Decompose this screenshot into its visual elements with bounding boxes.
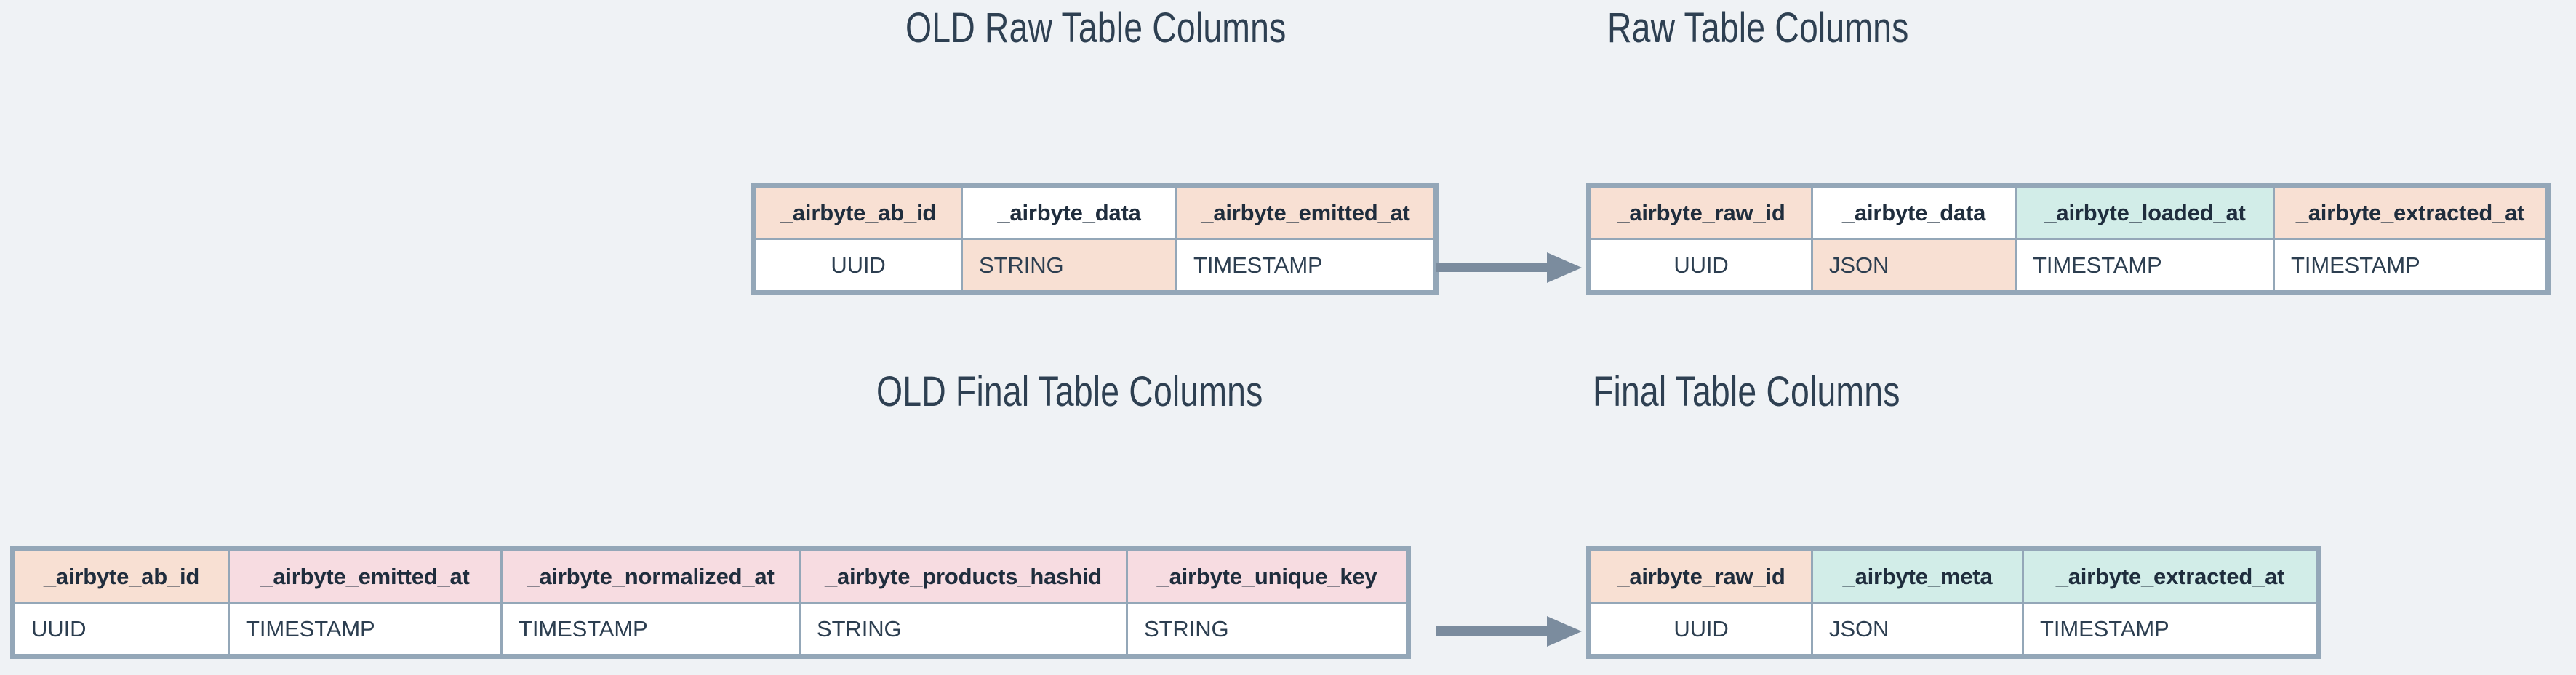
table-header-row: _airbyte_ab_id _airbyte_emitted_at _airb…	[13, 549, 1408, 604]
title-old-raw-table: OLD Raw Table Columns	[905, 4, 1287, 52]
column-header-cell: _airbyte_emitted_at	[1175, 185, 1436, 240]
table-header-row: _airbyte_raw_id _airbyte_data _airbyte_l…	[1589, 185, 2548, 240]
column-header-cell: _airbyte_extracted_at	[2273, 185, 2548, 240]
column-type-cell: TIMESTAMP	[228, 602, 503, 656]
title-old-final-table: OLD Final Table Columns	[876, 368, 1263, 415]
column-header-cell: _airbyte_emitted_at	[228, 549, 503, 604]
title-new-final-table: Final Table Columns	[1593, 368, 1900, 415]
column-header-cell: _airbyte_raw_id	[1589, 185, 1813, 240]
column-type-cell: JSON	[1811, 602, 2024, 656]
column-type-cell: UUID	[753, 238, 963, 292]
old-raw-table: _airbyte_ab_id _airbyte_data _airbyte_em…	[753, 185, 1436, 292]
column-type-cell: UUID	[1589, 602, 1813, 656]
column-type-cell: TIMESTAMP	[1175, 238, 1436, 292]
column-type-cell: TIMESTAMP	[500, 602, 801, 656]
column-header-cell: _airbyte_unique_key	[1126, 549, 1408, 604]
column-header-cell: _airbyte_meta	[1811, 549, 2024, 604]
column-header-cell: _airbyte_normalized_at	[500, 549, 801, 604]
new-final-table: _airbyte_raw_id _airbyte_meta _airbyte_e…	[1589, 549, 2319, 656]
column-type-cell: JSON	[1811, 238, 2017, 292]
column-header-cell: _airbyte_ab_id	[13, 549, 230, 604]
column-header-cell: _airbyte_data	[961, 185, 1177, 240]
table-header-row: _airbyte_ab_id _airbyte_data _airbyte_em…	[753, 185, 1436, 240]
column-type-cell: TIMESTAMP	[2022, 602, 2319, 656]
column-type-cell: STRING	[961, 238, 1177, 292]
table-type-row: UUID TIMESTAMP TIMESTAMP STRING STRING	[13, 602, 1408, 656]
column-header-cell: _airbyte_loaded_at	[2015, 185, 2275, 240]
column-type-cell: STRING	[1126, 602, 1408, 656]
arrow-right-icon	[1436, 616, 1582, 647]
table-type-row: UUID JSON TIMESTAMP	[1589, 602, 2319, 656]
column-header-cell: _airbyte_products_hashid	[799, 549, 1128, 604]
column-header-cell: _airbyte_extracted_at	[2022, 549, 2319, 604]
new-raw-table: _airbyte_raw_id _airbyte_data _airbyte_l…	[1589, 185, 2548, 292]
table-type-row: UUID JSON TIMESTAMP TIMESTAMP	[1589, 238, 2548, 292]
column-header-cell: _airbyte_raw_id	[1589, 549, 1813, 604]
old-final-table: _airbyte_ab_id _airbyte_emitted_at _airb…	[13, 549, 1408, 656]
table-type-row: UUID STRING TIMESTAMP	[753, 238, 1436, 292]
column-type-cell: STRING	[799, 602, 1128, 656]
column-type-cell: TIMESTAMP	[2015, 238, 2275, 292]
column-type-cell: UUID	[13, 602, 230, 656]
column-type-cell: UUID	[1589, 238, 1813, 292]
column-header-cell: _airbyte_ab_id	[753, 185, 963, 240]
table-header-row: _airbyte_raw_id _airbyte_meta _airbyte_e…	[1589, 549, 2319, 604]
arrow-right-icon	[1436, 252, 1582, 283]
title-new-raw-table: Raw Table Columns	[1607, 4, 1909, 52]
column-type-cell: TIMESTAMP	[2273, 238, 2548, 292]
arrow-final-migration	[1436, 615, 1582, 648]
column-header-cell: _airbyte_data	[1811, 185, 2017, 240]
arrow-raw-migration	[1436, 251, 1582, 284]
